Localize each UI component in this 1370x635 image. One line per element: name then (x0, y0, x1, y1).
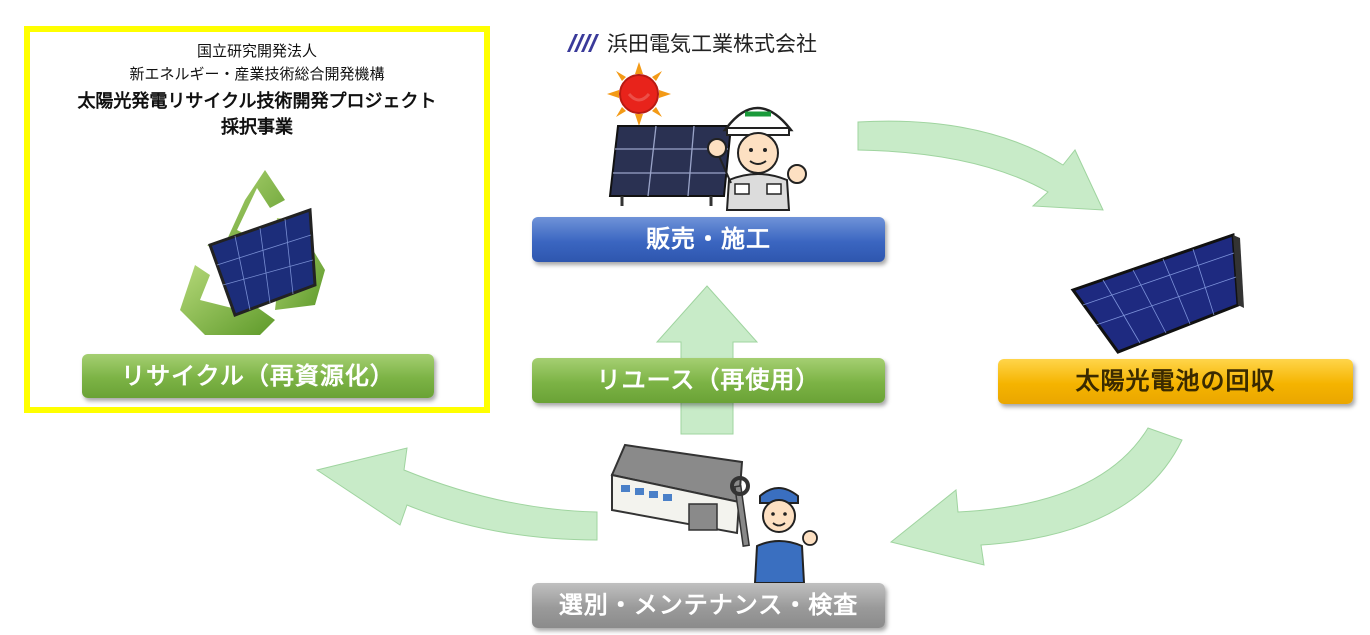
reuse-step-label: リユース（再使用） (596, 366, 821, 394)
panel-collection-label: 太陽光電池の回収 (1075, 367, 1276, 395)
company-logo-icon (567, 34, 599, 52)
company-header: 浜田電気工業株式会社 (565, 28, 817, 58)
solar-panel-icon (208, 207, 317, 317)
panel-collection-button[interactable]: 太陽光電池の回収 (998, 359, 1353, 404)
recycle-icon (180, 170, 325, 335)
recycle-step-label: リサイクル（再資源化） (121, 362, 395, 390)
wrench-icon (730, 476, 818, 584)
nedo-org-line1: 国立研究開発法人 (196, 42, 317, 60)
solar-panel-icon (1070, 232, 1244, 354)
worker-icon (707, 106, 807, 211)
inspection-step-label: 選別・メンテナンス・検査 (558, 591, 859, 619)
arrow-to-recycle (315, 447, 598, 541)
sales-construction-label: 販売・施工 (646, 225, 771, 253)
inspection-step-button[interactable]: 選別・メンテナンス・検査 (532, 583, 885, 628)
nedo-org-line2: 新エネルギー・産業技術総合開発機構 (129, 65, 385, 83)
recycle-step-button[interactable]: リサイクル（再資源化） (82, 354, 434, 398)
company-name: 浜田電気工業株式会社 (607, 32, 817, 56)
arrow-to-collection (857, 120, 1104, 211)
nedo-project-title: 太陽光発電リサイクル技術開発プロジェクト (77, 91, 437, 112)
sales-construction-button[interactable]: 販売・施工 (532, 217, 885, 262)
solar-panel-icon (608, 125, 733, 206)
reuse-step-button[interactable]: リユース（再使用） (532, 358, 885, 403)
arrow-to-inspection (889, 427, 1183, 566)
nedo-project-box: 国立研究開発法人 新エネルギー・産業技術総合開発機構 太陽光発電リサイクル技術開… (24, 26, 490, 413)
sun-icon (607, 62, 671, 126)
factory-icon (610, 443, 744, 535)
nedo-adopted-label: 採択事業 (221, 117, 293, 138)
